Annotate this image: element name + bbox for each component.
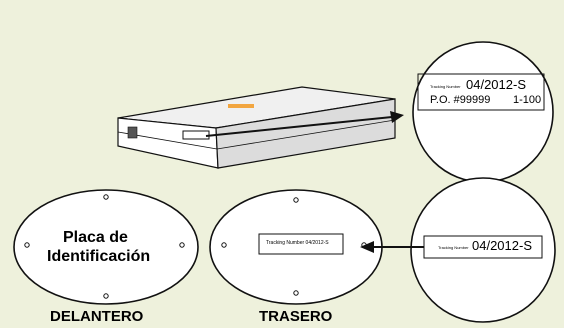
top-po-label: P.O. #99999 bbox=[430, 94, 491, 106]
device-side-face bbox=[215, 98, 396, 169]
back-screw-left bbox=[221, 242, 227, 248]
magnifier-circle-bottom bbox=[410, 177, 556, 323]
front-screw-right bbox=[179, 242, 185, 248]
top-tracking-label: Tracking Number bbox=[430, 84, 461, 89]
back-caption: TRASERO bbox=[259, 308, 333, 325]
device-port bbox=[127, 126, 138, 139]
front-screw-top bbox=[103, 194, 109, 200]
magnifier-circle-top bbox=[412, 41, 554, 183]
front-plate-ellipse bbox=[13, 189, 199, 305]
back-plate-ellipse bbox=[209, 189, 383, 305]
magnified-plate-top bbox=[417, 73, 545, 111]
device-box bbox=[117, 86, 396, 169]
back-screw-top bbox=[293, 197, 299, 203]
top-po-range: 1-100 bbox=[513, 94, 542, 106]
front-screw-bottom bbox=[103, 293, 109, 299]
device-seam-side bbox=[216, 119, 396, 150]
arrow-left-icon bbox=[360, 241, 424, 253]
top-tracking-value: 04/2012-S bbox=[466, 77, 526, 92]
front-screw-left bbox=[24, 242, 30, 248]
front-caption: DELANTERO bbox=[50, 308, 144, 325]
arrow-right-icon bbox=[205, 111, 404, 137]
device-logo-stripe bbox=[228, 104, 254, 108]
back-id-plate bbox=[258, 233, 344, 255]
back-plate-label: Tracking Number 04/2012-S bbox=[266, 240, 329, 246]
front-plate-line2: Identificación bbox=[47, 248, 151, 265]
front-plate-line1: Placa de bbox=[63, 229, 128, 246]
back-screw-bottom bbox=[293, 290, 299, 296]
device-id-plate bbox=[182, 130, 210, 140]
bottom-tracking-label: Tracking Number bbox=[438, 245, 469, 250]
bottom-tracking-value: 04/2012-S bbox=[472, 238, 532, 253]
